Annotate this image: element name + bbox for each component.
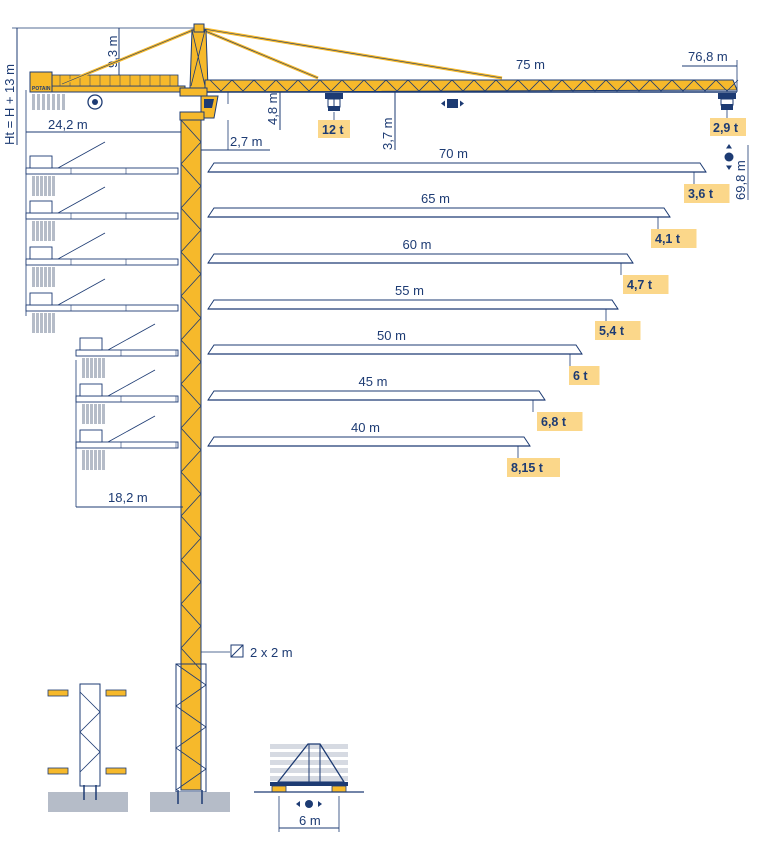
jib-length-label: 75 m	[516, 57, 545, 72]
jib-config-length: 45 m	[359, 374, 388, 389]
jib-config-row: 45 m 6,8 t	[207, 374, 583, 431]
jib-config-row: 65 m 4,1 t	[207, 191, 697, 248]
jib-config-row: 40 m 8,15 t	[207, 420, 560, 477]
jib-config-length: 55 m	[395, 283, 424, 298]
counter-jib-row	[75, 415, 179, 470]
tip-length-dimension: 76,8 m	[682, 49, 738, 92]
trolley-drop-label: 3,7 m	[380, 117, 395, 150]
jib-config-length: 70 m	[439, 146, 468, 161]
counter-jib-row	[75, 323, 179, 378]
rotation-icon	[87, 94, 103, 110]
jib-config-length: 50 m	[377, 328, 406, 343]
mast-section-callout: 2 x 2 m	[201, 644, 293, 660]
max-load-label: 12 t	[322, 123, 344, 137]
counter-jib-row	[75, 369, 179, 424]
offset-dimension: 2,7 m	[195, 120, 270, 151]
counter-jib-dimension: 24,2 m	[25, 90, 185, 316]
jib-config-load-tag	[507, 458, 560, 477]
height-label: Ht = H + 13 m	[2, 64, 17, 145]
counter-jib-configurations	[25, 141, 179, 470]
jib-config-load: 5,4 t	[599, 324, 625, 338]
jib-config-row: 70 m 3,6 t	[207, 146, 730, 203]
hook-height-label: 69,8 m	[733, 160, 748, 200]
jib-config-length: 65 m	[421, 191, 450, 206]
jib-config-load: 6,8 t	[541, 415, 567, 429]
jib-height-label: 4,8 m	[265, 92, 280, 125]
jib-config-load-tag	[684, 184, 730, 203]
slewing-ring	[179, 87, 208, 97]
counter-jib-label: 24,2 m	[48, 117, 88, 132]
jib-config-load-tag	[569, 366, 600, 385]
jib-config-load-tag	[623, 275, 669, 294]
chassis-move-icon	[296, 800, 322, 808]
chassis-detail	[254, 743, 364, 793]
jib-config-row: 50 m 6 t	[207, 328, 600, 385]
jib-configurations: 70 m3,6 t65 m4,1 t60 m4,7 t55 m5,4 t50 m…	[207, 146, 730, 477]
tie-detail	[47, 683, 128, 812]
jib-config-row: 55 m 5,4 t	[207, 283, 641, 340]
base-width-dimension: 6 m	[278, 796, 340, 832]
jib-height-dimension: 4,8 m	[227, 92, 281, 130]
mast-section-label: 2 x 2 m	[250, 645, 293, 660]
counter-jib: POTAIN	[29, 71, 186, 110]
tower-mast	[175, 111, 207, 793]
main-jib	[200, 79, 739, 93]
tower-head	[61, 23, 503, 89]
trolley-drop-dimension: 3,7 m	[380, 92, 396, 150]
counterweight-block	[32, 94, 65, 110]
hoist-icon	[724, 144, 734, 170]
short-counter-jib-label: 18,2 m	[108, 490, 148, 505]
jib-config-load-tag	[537, 412, 583, 431]
jib-config-row: 60 m 4,7 t	[207, 237, 669, 294]
mast-foundation	[150, 790, 230, 812]
jib-config-load: 8,15 t	[511, 461, 544, 475]
trolley-tip: 2,9 t	[710, 93, 746, 136]
jib-config-length: 40 m	[351, 420, 380, 435]
jib-config-load: 6 t	[573, 369, 588, 383]
top-height-label: 9,3 m	[105, 35, 120, 68]
offset-label: 2,7 m	[230, 134, 263, 149]
jib-config-load-tag	[651, 229, 697, 248]
counter-jib-row	[25, 232, 179, 287]
trolley-travel-icon	[441, 99, 464, 108]
counter-jib-row	[25, 141, 179, 196]
counter-jib-row	[25, 186, 179, 241]
operator-cab	[200, 95, 219, 119]
tip-load-label: 2,9 t	[713, 121, 739, 135]
tip-length-label: 76,8 m	[688, 49, 728, 64]
jib-config-load: 4,7 t	[627, 278, 653, 292]
jib-config-load-tag	[595, 321, 641, 340]
trolley-max-load: 12 t	[318, 93, 350, 138]
jib-config-length: 60 m	[403, 237, 432, 252]
height-dimension: Ht = H + 13 m	[2, 27, 200, 145]
jib-config-load: 3,6 t	[688, 187, 714, 201]
base-width-label: 6 m	[299, 813, 321, 828]
hook-height-dimension: 69,8 m	[733, 145, 749, 200]
brand-block	[29, 71, 53, 93]
counter-jib-row	[25, 278, 179, 333]
short-counter-jib-dimension: 18,2 m	[75, 360, 183, 508]
jib-config-load: 4,1 t	[655, 232, 681, 246]
brand-text: POTAIN	[32, 86, 51, 92]
